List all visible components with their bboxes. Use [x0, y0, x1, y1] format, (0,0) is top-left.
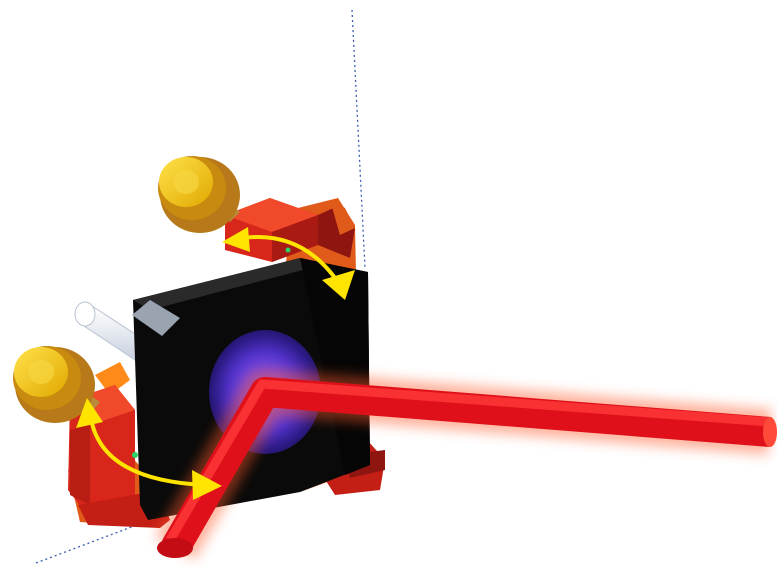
indicator-dot	[286, 248, 291, 253]
indicator-dot	[132, 452, 138, 458]
laser-beam-end	[763, 417, 777, 447]
laser-beam-start	[157, 538, 193, 558]
adjuster-knob-top	[158, 156, 240, 233]
